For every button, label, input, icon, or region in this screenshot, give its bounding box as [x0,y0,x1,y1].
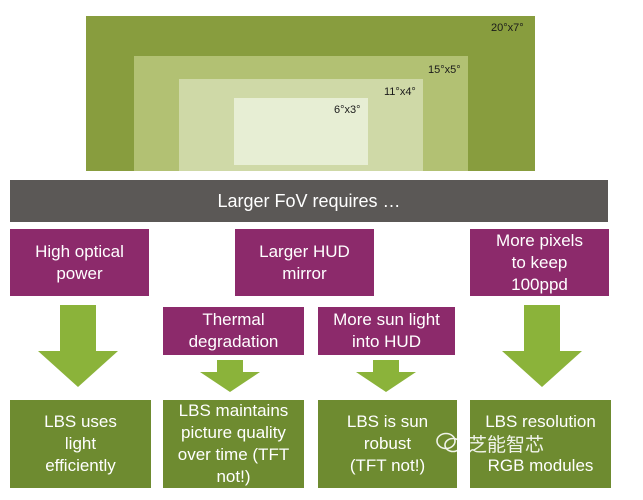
solution-line: LBS maintains [178,401,289,420]
solution-line: picture quality [181,423,286,442]
requirement-line: to keep [511,252,568,272]
solution-line: not!) [216,467,251,486]
consequence-line: Thermal [202,310,265,329]
arrow-down-icon [200,360,260,392]
solution-line: RGB modules [487,456,594,475]
solution-light-efficiency: LBS uses light efficiently [10,400,151,488]
fov-label-20x7: 20°x7° [491,22,524,34]
requirement-optical-power: High optical power [10,229,149,296]
arrow-down-icon [502,305,582,387]
consequence-sun-light: More sun light into HUD [318,307,455,355]
requirement-line: 100ppd [511,274,568,294]
arrow-down-icon [356,360,416,392]
consequence-line: into HUD [352,332,421,351]
solution-line: over time (TFT [177,445,290,464]
banner-text: Larger FoV requires … [217,190,401,211]
solution-line: LBS resolution [485,412,596,431]
solution-line: light [64,434,97,453]
requirement-line: High optical [35,241,124,261]
solution-line: LBS is sun [346,412,429,431]
requirement-line: Larger HUD [259,241,350,261]
solution-resolution: LBS resolution RGB modules [470,400,611,488]
watermark-text: 芝能智芯 [468,434,545,456]
requirement-hud-mirror: Larger HUD mirror [235,229,374,296]
arrow-down-icon [38,305,118,387]
requirement-line: mirror [282,263,327,283]
consequence-thermal-degradation: Thermal degradation [163,307,304,355]
watermark: 芝能智芯 [436,429,606,457]
fov-label-6x3: 6°x3° [334,104,361,116]
fov-label-15x5: 15°x5° [428,64,461,76]
solution-line: efficiently [45,456,116,475]
solution-line: robust [363,434,412,453]
consequence-line: degradation [188,332,279,351]
solution-line: (TFT not!) [349,456,426,475]
requirement-line: More pixels [496,230,583,250]
solution-line: LBS uses [44,412,117,431]
requirements-banner: Larger FoV requires … [10,180,608,222]
solution-sun-robust: LBS is sun robust (TFT not!) [318,400,457,488]
fov-label-11x4: 11°x4° [384,86,416,98]
requirement-more-pixels: More pixels to keep 100ppd [470,229,609,296]
fov-rect-6x3 [234,98,368,165]
consequence-line: More sun light [333,310,440,329]
chat-bubble-icon [436,432,462,453]
solution-picture-quality: LBS maintains picture quality over time … [163,400,304,488]
requirement-line: power [56,263,103,283]
